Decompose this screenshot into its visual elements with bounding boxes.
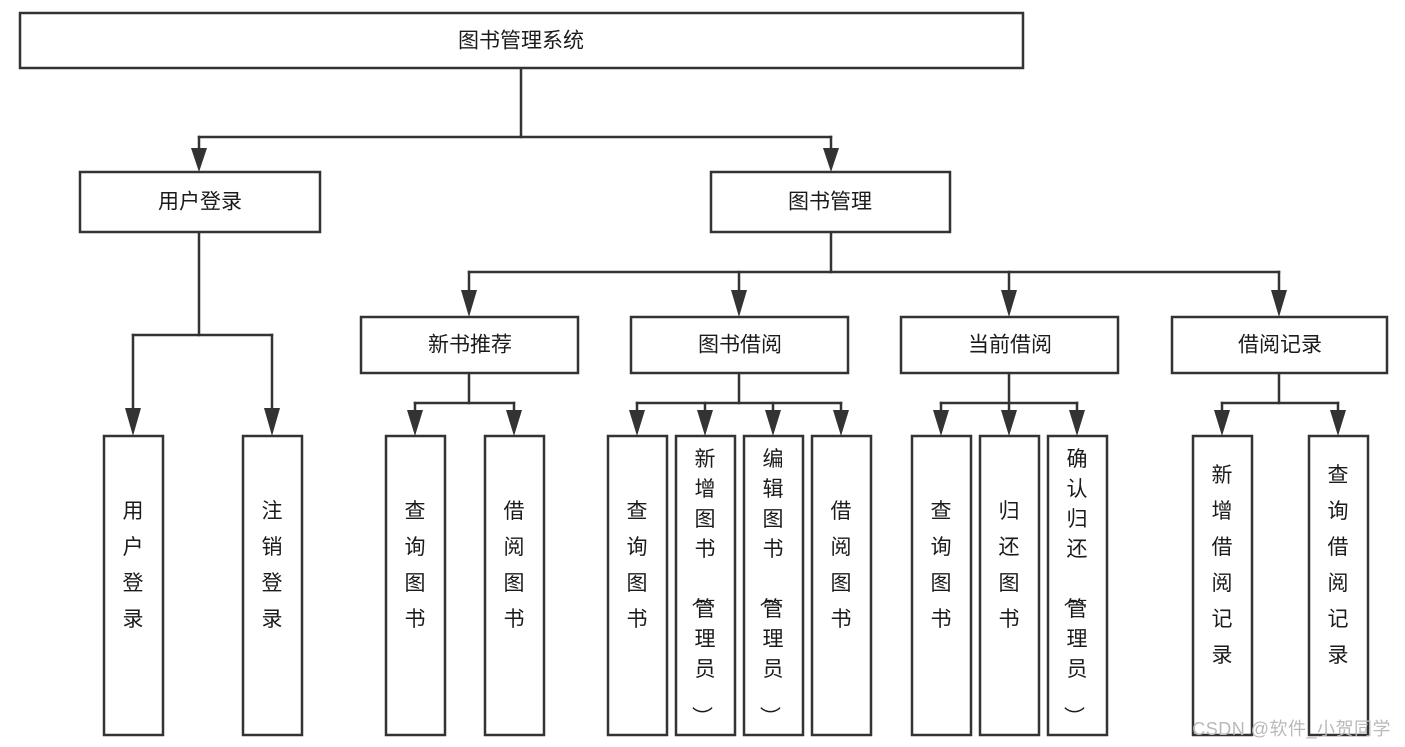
node-leaf-query-book-1[interactable]: 查询图书 (384, 434, 447, 737)
node-leaf-confirm-return[interactable]: 确认归还（管理员） (1046, 434, 1109, 737)
arrow-head-borrow-record (1271, 290, 1287, 317)
node-current-borrow-box[interactable] (899, 315, 1120, 375)
node-root-box[interactable] (18, 11, 1025, 70)
node-leaf-user-login-label: 用户登录 (123, 500, 144, 631)
node-new-book-recommend-box[interactable] (359, 315, 580, 375)
node-leaf-query-book-1-box[interactable] (384, 434, 447, 737)
node-leaf-query-record[interactable]: 查询借阅记录 (1307, 434, 1370, 737)
node-leaf-add-book-label: 新增图书（管理员） (690, 448, 716, 727)
arrow-head-leaf-user-login (125, 408, 141, 436)
node-leaf-query-book-1-label: 查询图书 (405, 500, 426, 631)
node-leaf-confirm-return-box[interactable] (1046, 434, 1109, 737)
node-user-login[interactable]: 用户登录 (78, 170, 322, 234)
node-book-borrow[interactable]: 图书借阅 (629, 315, 850, 375)
arrow-head-leaf-add-record (1214, 410, 1230, 436)
node-leaf-add-book-box[interactable] (674, 434, 737, 737)
node-leaf-query-book-3-label: 查询图书 (931, 500, 952, 631)
node-leaf-edit-book[interactable]: 编辑图书（管理员） (742, 434, 805, 737)
node-leaf-query-record-label: 查询借阅记录 (1328, 464, 1349, 667)
node-book-borrow-label: 图书借阅 (698, 334, 782, 357)
node-root[interactable]: 图书管理系统 (18, 11, 1025, 70)
node-new-book-recommend-label: 新书推荐 (428, 334, 512, 357)
connector-group-borrow-record (1214, 371, 1346, 436)
node-leaf-add-record-box[interactable] (1191, 434, 1254, 737)
node-leaf-user-login-box[interactable] (102, 434, 165, 737)
node-leaf-return-book[interactable]: 归还图书 (978, 434, 1041, 737)
node-leaf-user-login[interactable]: 用户登录 (102, 434, 165, 737)
node-user-login-box[interactable] (78, 170, 322, 234)
node-borrow-record-label: 借阅记录 (1238, 334, 1322, 357)
arrow-head-current-borrow (1001, 290, 1017, 317)
connector-group-root (191, 66, 839, 172)
node-leaf-add-book[interactable]: 新增图书（管理员） (674, 434, 737, 737)
node-root-label: 图书管理系统 (458, 30, 584, 53)
arrow-head-leaf-borrow-book-1 (506, 410, 522, 436)
node-current-borrow[interactable]: 当前借阅 (899, 315, 1120, 375)
node-leaf-return-book-label: 归还图书 (999, 500, 1020, 631)
node-leaf-logout-login[interactable]: 注销登录 (241, 434, 304, 737)
connector-group-current-borrow (933, 371, 1085, 436)
node-leaf-query-record-box[interactable] (1307, 434, 1370, 737)
node-leaf-return-book-box[interactable] (978, 434, 1041, 737)
node-leaf-borrow-book-1-label: 借阅图书 (504, 500, 525, 631)
node-borrow-record[interactable]: 借阅记录 (1170, 315, 1389, 375)
arrow-head-leaf-query-book-2 (629, 410, 645, 436)
node-leaf-borrow-book-2-label: 借阅图书 (831, 500, 852, 631)
arrow-head-leaf-add-book (697, 410, 713, 436)
arrow-head-book-management (823, 148, 839, 172)
node-leaf-query-book-2[interactable]: 查询图书 (606, 434, 669, 737)
arrow-head-leaf-query-book-3 (933, 410, 949, 436)
node-book-borrow-box[interactable] (629, 315, 850, 375)
arrow-head-new-book-recommend (461, 290, 477, 317)
node-leaf-logout-login-box[interactable] (241, 434, 304, 737)
arrow-head-leaf-query-record (1330, 410, 1346, 436)
node-leaf-borrow-book-2[interactable]: 借阅图书 (810, 434, 873, 737)
node-leaf-query-book-3[interactable]: 查询图书 (910, 434, 973, 737)
node-leaf-add-record-label: 新增借阅记录 (1212, 464, 1233, 667)
arrow-head-book-borrow (731, 290, 747, 317)
node-borrow-record-box[interactable] (1170, 315, 1389, 375)
arrow-head-leaf-borrow-book-2 (833, 410, 849, 436)
arrow-head-leaf-confirm-return (1069, 410, 1085, 436)
node-user-login-label: 用户登录 (158, 191, 242, 214)
node-leaf-logout-login-label: 注销登录 (262, 500, 283, 631)
node-leaf-borrow-book-1[interactable]: 借阅图书 (483, 434, 546, 737)
node-book-management-label: 图书管理 (788, 191, 872, 214)
arrow-head-leaf-query-book-1 (407, 410, 423, 436)
node-leaf-query-book-3-box[interactable] (910, 434, 973, 737)
node-new-book-recommend[interactable]: 新书推荐 (359, 315, 580, 375)
node-leaf-confirm-return-label: 确认归还（管理员） (1062, 448, 1088, 727)
connector-group-book-borrow (629, 371, 849, 436)
arrow-head-leaf-return-book (1001, 410, 1017, 436)
connector-group-book-management (461, 230, 1287, 317)
connector-group-user-login (125, 230, 280, 436)
arrow-head-user-login (191, 148, 207, 172)
node-leaf-add-record[interactable]: 新增借阅记录 (1191, 434, 1254, 737)
node-leaf-query-book-2-label: 查询图书 (627, 500, 648, 631)
arrow-head-leaf-logout-login (264, 408, 280, 436)
node-leaf-query-book-2-box[interactable] (606, 434, 669, 737)
node-current-borrow-label: 当前借阅 (968, 334, 1052, 357)
arrow-head-leaf-edit-book (765, 410, 781, 436)
node-book-management[interactable]: 图书管理 (709, 170, 952, 234)
node-book-management-box[interactable] (709, 170, 952, 234)
node-leaf-borrow-book-1-box[interactable] (483, 434, 546, 737)
node-leaf-borrow-book-2-box[interactable] (810, 434, 873, 737)
node-leaf-edit-book-box[interactable] (742, 434, 805, 737)
node-leaf-edit-book-label: 编辑图书（管理员） (758, 448, 784, 727)
connector-group-new-book-recommend (407, 371, 522, 436)
